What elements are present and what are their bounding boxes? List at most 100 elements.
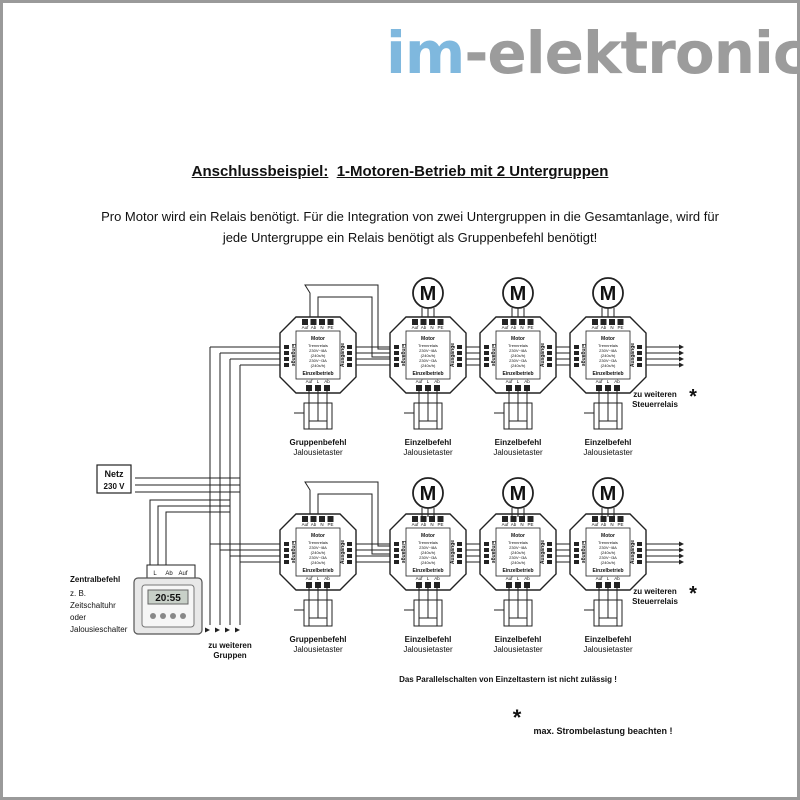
single-caption-title: Einzelbefehl xyxy=(495,635,542,644)
terminal-screw xyxy=(347,363,352,367)
relay-spec-line: (240x/h) xyxy=(511,353,526,358)
terminal-screw xyxy=(484,363,489,367)
relay-label-motor: Motor xyxy=(311,533,325,539)
relay-spec-line: 230V~/8A xyxy=(509,348,527,353)
terminal-screw xyxy=(347,345,352,349)
terminal-label: Auf xyxy=(416,576,424,581)
central-display-time: 20:55 xyxy=(155,593,181,604)
terminal-screw xyxy=(457,542,462,546)
bus-arrow xyxy=(679,344,684,350)
relay-label-plate xyxy=(295,330,341,380)
relay-spec-line: 230V~/8A xyxy=(419,348,437,353)
terminal-screw xyxy=(319,516,325,522)
central-terminal-label: Ab xyxy=(165,571,173,577)
relay-spec-line: 230V~/8A xyxy=(509,545,527,550)
terminal-screw xyxy=(416,385,422,391)
terminal-screw xyxy=(614,385,620,391)
terminal-label: PE xyxy=(617,522,623,527)
terminal-label: Ab xyxy=(311,325,317,330)
terminal-screw xyxy=(574,357,579,361)
terminal-screw xyxy=(524,385,530,391)
terminal-label: N xyxy=(520,522,523,527)
terminal-screw xyxy=(394,363,399,367)
terminal-screw xyxy=(457,554,462,558)
terminal-label: Ab xyxy=(421,325,427,330)
terminal-screw xyxy=(425,582,431,588)
side-label-inputs: Eingänge xyxy=(400,344,406,367)
relay-spec-line: (240x/h) xyxy=(601,550,616,555)
terminal-screw xyxy=(457,345,462,349)
terminal-screw xyxy=(429,319,435,325)
single-caption-title: Einzelbefehl xyxy=(495,438,542,447)
terminal-screw xyxy=(306,385,312,391)
terminal-label: Auf xyxy=(306,379,314,384)
single-caption-sub: Jalousietaster xyxy=(403,448,453,457)
terminal-screw xyxy=(524,582,530,588)
terminal-label: L xyxy=(317,379,320,384)
terminal-label: Ab xyxy=(311,522,317,527)
terminal-screw xyxy=(324,582,330,588)
terminal-screw xyxy=(310,516,317,522)
terminal-screw xyxy=(574,554,579,558)
relay-label-motor: Motor xyxy=(421,533,435,539)
logo-rest: -elektronics xyxy=(464,19,800,87)
terminal-label: Ab xyxy=(511,522,517,527)
relay-label-mode: Einzelbetrieb xyxy=(502,568,533,574)
terminal-label: Auf xyxy=(412,522,420,527)
motor-letter: M xyxy=(420,283,437,305)
terminal-label: Auf xyxy=(416,379,424,384)
terminal-screw xyxy=(609,516,615,522)
netz-box xyxy=(96,464,132,494)
relay-spec-line: Trennrelais xyxy=(308,540,328,545)
single-caption-sub: Jalousietaster xyxy=(583,645,633,654)
terminal-label: Auf xyxy=(592,325,600,330)
relay-spec-line: Trennrelais xyxy=(598,343,618,348)
terminal-label: PE xyxy=(527,522,533,527)
brand-logo: im-elektronics xyxy=(386,18,800,88)
side-label-inputs: Eingänge xyxy=(490,541,496,564)
side-label-outputs: Ausgänge xyxy=(630,540,636,564)
side-label-outputs: Ausgänge xyxy=(630,343,636,367)
relay-spec-line: (240x/h) xyxy=(601,560,616,565)
terminal-label: N xyxy=(610,325,613,330)
relay-spec-line: 230V~/3A xyxy=(509,555,527,560)
bus-arrow xyxy=(679,362,684,368)
trunk-arrow xyxy=(225,627,230,633)
relay-label-plate xyxy=(405,330,451,380)
relay-spec-line: (240x/h) xyxy=(421,363,436,368)
side-label-outputs: Ausgänge xyxy=(340,343,346,367)
relay-label-plate xyxy=(585,330,631,380)
central-display xyxy=(147,589,189,605)
terminal-screw xyxy=(637,345,642,349)
terminal-label: Ab xyxy=(421,522,427,527)
terminal-screw xyxy=(347,560,352,564)
terminal-label: Auf xyxy=(596,576,604,581)
terminal-screw xyxy=(284,345,289,349)
terminal-label: N xyxy=(430,325,433,330)
central-desc-line: Jalousieschalter xyxy=(70,625,128,634)
central-button-icon xyxy=(160,613,166,619)
side-label-inputs: Eingänge xyxy=(290,344,296,367)
terminal-label: Auf xyxy=(506,379,514,384)
central-desc-line: Zeitschaltuhr xyxy=(70,601,116,610)
terminal-screw xyxy=(527,319,534,325)
terminal-label: Ab xyxy=(434,576,440,581)
terminal-screw xyxy=(547,363,552,367)
asterisk-mark: * xyxy=(689,583,697,605)
terminal-screw xyxy=(484,560,489,564)
terminal-screw xyxy=(605,385,611,391)
terminal-screw xyxy=(519,319,525,325)
relay-label-mode: Einzelbetrieb xyxy=(412,568,443,574)
terminal-screw xyxy=(284,357,289,361)
terminal-screw xyxy=(547,542,552,546)
terminal-screw xyxy=(315,385,321,391)
terminal-screw xyxy=(574,351,579,355)
terminal-screw xyxy=(484,351,489,355)
relay-spec-line: (240x/h) xyxy=(511,363,526,368)
motor-letter: M xyxy=(600,283,617,305)
